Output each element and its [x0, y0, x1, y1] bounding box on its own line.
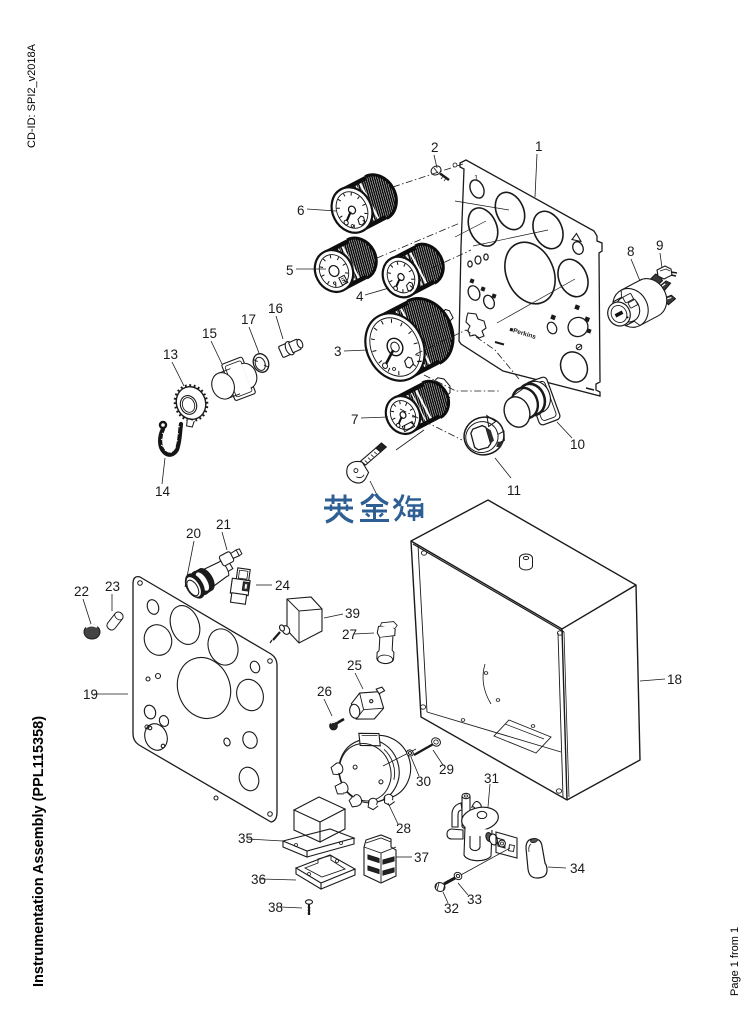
svg-text:20: 20 [186, 526, 201, 541]
svg-text:37: 37 [414, 850, 429, 865]
svg-text:39: 39 [345, 606, 360, 621]
svg-text:36: 36 [251, 872, 266, 887]
svg-text:32: 32 [444, 901, 459, 916]
svg-text:17: 17 [241, 312, 256, 327]
svg-text:13: 13 [163, 347, 178, 362]
svg-text:25: 25 [347, 658, 362, 673]
svg-text:38: 38 [268, 900, 283, 915]
svg-text:31: 31 [484, 771, 499, 786]
svg-text:3: 3 [334, 344, 342, 359]
svg-text:6: 6 [297, 203, 305, 218]
svg-text:28: 28 [396, 821, 411, 836]
svg-text:33: 33 [467, 892, 482, 907]
svg-text:11: 11 [507, 483, 521, 498]
svg-text:21: 21 [216, 517, 231, 532]
svg-text:18: 18 [667, 672, 682, 687]
svg-text:23: 23 [105, 579, 120, 594]
svg-text:27: 27 [342, 627, 357, 642]
svg-text:1: 1 [474, 173, 478, 182]
svg-text:1: 1 [535, 139, 543, 154]
svg-text:19: 19 [83, 687, 98, 702]
svg-text:29: 29 [439, 762, 454, 777]
svg-text:16: 16 [268, 301, 283, 316]
svg-text:2: 2 [431, 140, 439, 155]
svg-text:15: 15 [202, 326, 217, 341]
svg-text:30: 30 [416, 774, 431, 789]
svg-text:22: 22 [74, 584, 89, 599]
svg-text:34: 34 [570, 861, 586, 876]
svg-text:7: 7 [351, 412, 359, 427]
svg-text:35: 35 [238, 831, 253, 846]
svg-text:14: 14 [155, 484, 171, 499]
svg-text:4: 4 [356, 289, 364, 304]
svg-text:9: 9 [656, 238, 664, 253]
svg-text:26: 26 [317, 684, 332, 699]
svg-text:8: 8 [627, 244, 635, 259]
svg-text:■Perkins: ■Perkins [508, 326, 537, 341]
svg-text:5: 5 [286, 263, 294, 278]
svg-text:24: 24 [275, 578, 291, 593]
svg-text:10: 10 [570, 437, 585, 452]
